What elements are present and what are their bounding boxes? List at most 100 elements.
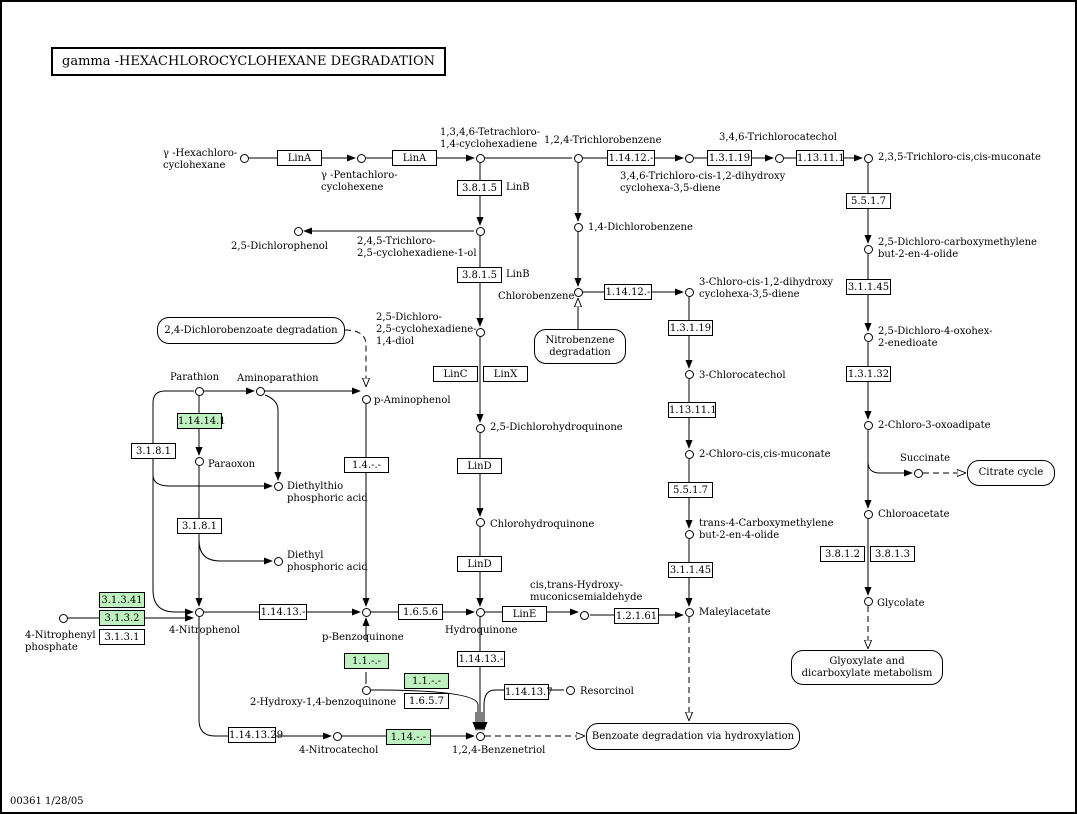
compound-node-npp[interactable] bbox=[58, 613, 68, 623]
enzyme-e11b[interactable]: 1.1.-.- bbox=[344, 653, 389, 669]
compound-label-tcmb: trans-4-Carboxymethylene but-2-en-4-olid… bbox=[699, 518, 834, 541]
enzyme-linC[interactable]: LinC bbox=[433, 366, 478, 382]
enzyme-e31341[interactable]: 3.1.3.41 bbox=[99, 592, 145, 608]
enzyme-e11413a[interactable]: 1.14.13.- bbox=[259, 604, 307, 620]
enzyme-linD2[interactable]: LinD bbox=[457, 556, 502, 572]
compound-node-tcc[interactable] bbox=[684, 153, 694, 163]
enzyme-e3132[interactable]: 3.1.3.2 bbox=[99, 610, 145, 626]
compound-node-pap[interactable] bbox=[361, 394, 371, 404]
enzyme-e12161[interactable]: 1.2.1.61 bbox=[614, 608, 659, 624]
enzyme-e5517b[interactable]: 5.5.1.7 bbox=[668, 482, 713, 498]
enzyme-e11a[interactable]: 1.1.-.- bbox=[404, 673, 449, 689]
compound-node-tcmb[interactable] bbox=[684, 529, 694, 539]
compound-node-tcc2[interactable] bbox=[774, 153, 784, 163]
enzyme-e11413b[interactable]: 1.14.13.- bbox=[457, 651, 505, 667]
compound-node-tetra[interactable] bbox=[475, 153, 485, 163]
compound-node-pchh[interactable] bbox=[356, 153, 366, 163]
enzyme-linE[interactable]: LinE bbox=[502, 606, 547, 622]
compound-node-paraoxon[interactable] bbox=[194, 456, 204, 466]
compound-node-hbq[interactable] bbox=[361, 685, 371, 695]
compound-node-cb[interactable] bbox=[573, 287, 583, 297]
pathway-map-label: Glyoxylate and dicarboxylate metabolism bbox=[801, 655, 933, 679]
compound-label-detpa: Diethylthio phosphoric acid bbox=[287, 481, 368, 504]
enzyme-e1656a[interactable]: 1.6.5.6 bbox=[398, 604, 443, 620]
enzyme-e3181a[interactable]: 3.1.8.1 bbox=[131, 443, 176, 459]
pathway-map-citrate[interactable]: Citrate cycle bbox=[967, 460, 1055, 486]
enzyme-e113111b[interactable]: 1.13.11.1 bbox=[668, 402, 717, 418]
enzyme-e3813[interactable]: 3.8.1.3 bbox=[870, 546, 915, 562]
compound-node-tcol[interactable] bbox=[475, 226, 485, 236]
compound-label-tcdiol: 3,4,6-Trichloro-cis-1,2-dihydroxy cycloh… bbox=[620, 171, 786, 194]
compound-node-ccdiol[interactable] bbox=[684, 287, 694, 297]
compound-node-aminoparathion[interactable] bbox=[255, 386, 265, 396]
compound-node-chq[interactable] bbox=[475, 517, 485, 527]
enzyme-e13119a[interactable]: 1.3.1.19 bbox=[707, 150, 752, 166]
compound-label-dcdiol: 2,5-Dichloro- 2,5-cyclohexadiene- 1,4-di… bbox=[376, 312, 477, 347]
pathway-map-benzoate[interactable]: Benzoate degradation via hydroxylation bbox=[586, 723, 800, 750]
enzyme-e31145b[interactable]: 3.1.1.45 bbox=[668, 562, 713, 578]
enzyme-e114[interactable]: 1.14.-.- bbox=[386, 729, 431, 745]
compound-node-tcb[interactable] bbox=[573, 153, 583, 163]
compound-node-dcb[interactable] bbox=[573, 222, 583, 232]
enzyme-e114141[interactable]: 1.14.14.1 bbox=[177, 413, 226, 429]
enzyme-e11412b[interactable]: 1.14.12.- bbox=[604, 284, 652, 300]
compound-node-dchq[interactable] bbox=[475, 423, 485, 433]
compound-node-resorcinol[interactable] bbox=[565, 685, 575, 695]
pathway-map-dcbz[interactable]: 2,4-Dichlorobenzoate degradation bbox=[157, 317, 345, 344]
compound-node-glycolate[interactable] bbox=[863, 596, 873, 606]
enzyme-e114137[interactable]: 1.14.13.7 bbox=[504, 684, 553, 700]
enzyme-e3131[interactable]: 3.1.3.1 bbox=[99, 629, 145, 645]
compound-label-chloroacetate: Chloroacetate bbox=[878, 509, 950, 520]
compound-label-succinate: Succinate bbox=[900, 453, 951, 464]
compound-node-depa[interactable] bbox=[273, 556, 283, 566]
enzyme-linA1[interactable]: LinA bbox=[277, 150, 322, 166]
compound-node-succinate[interactable] bbox=[913, 468, 923, 478]
compound-label-ccdiol: 3-Chloro-cis-1,2-dihydroxy cyclohexa-3,5… bbox=[699, 277, 834, 300]
enzyme-e14[interactable]: 1.4.-.- bbox=[344, 457, 389, 473]
enzyme-linD1[interactable]: LinD bbox=[457, 458, 502, 474]
enzyme-e3815a[interactable]: 3.8.1.5 bbox=[457, 180, 502, 196]
compound-node-dcdiol[interactable] bbox=[475, 327, 485, 337]
pathway-map-glyox[interactable]: Glyoxylate and dicarboxylate metabolism bbox=[791, 650, 943, 685]
pathway-map-nitro[interactable]: Nitrobenzene degradation bbox=[534, 329, 626, 364]
enzyme-e3812[interactable]: 3.8.1.2 bbox=[820, 546, 865, 562]
compound-node-tcmuc[interactable] bbox=[863, 153, 873, 163]
compound-node-pbq[interactable] bbox=[361, 607, 371, 617]
compound-label-npp: 4-Nitrophenyl phosphate bbox=[25, 630, 96, 653]
compound-node-chloroacetate[interactable] bbox=[863, 509, 873, 519]
enzyme-e1657[interactable]: 1.6.5.7 bbox=[404, 693, 449, 709]
compound-label-glycolate: Glycolate bbox=[877, 598, 925, 609]
compound-node-cocx[interactable] bbox=[863, 420, 873, 430]
compound-node-dcp[interactable] bbox=[293, 226, 303, 236]
enzyme-e31145a[interactable]: 3.1.1.45 bbox=[846, 279, 891, 295]
compound-label-resorcinol: Resorcinol bbox=[580, 686, 634, 697]
enzyme-e5517a[interactable]: 5.5.1.7 bbox=[846, 193, 891, 209]
compound-node-dccm[interactable] bbox=[863, 244, 873, 254]
enzyme-linX[interactable]: LinX bbox=[483, 366, 528, 382]
compound-node-hmma[interactable] bbox=[579, 610, 589, 620]
compound-node-nc[interactable] bbox=[332, 731, 342, 741]
compound-node-detpa[interactable] bbox=[273, 481, 283, 491]
enzyme-e3815b[interactable]: 3.8.1.5 bbox=[457, 267, 502, 283]
enzyme-e3181b[interactable]: 3.1.8.1 bbox=[177, 518, 222, 534]
compound-node-ccm[interactable] bbox=[684, 449, 694, 459]
enzyme-e1141329[interactable]: 1.14.13.29 bbox=[228, 727, 283, 743]
compound-node-hch[interactable] bbox=[239, 153, 249, 163]
enzyme-e11412a[interactable]: 1.14.12.- bbox=[607, 150, 655, 166]
compound-label-tcol: 2,4,5-Trichloro- 2,5-cyclohexadiene-1-ol bbox=[357, 236, 477, 259]
compound-node-parathion[interactable] bbox=[194, 386, 204, 396]
compound-node-hq[interactable] bbox=[475, 607, 485, 617]
compound-node-maleylacetate[interactable] bbox=[684, 607, 694, 617]
enzyme-e113111a[interactable]: 1.13.11.1 bbox=[796, 150, 845, 166]
compound-node-np[interactable] bbox=[194, 607, 204, 617]
enzyme-label-linB_b: LinB bbox=[506, 269, 530, 280]
compound-node-dcoxo[interactable] bbox=[863, 332, 873, 342]
enzyme-linA2[interactable]: LinA bbox=[392, 150, 437, 166]
compound-label-pap: p-Aminophenol bbox=[374, 395, 451, 406]
enzyme-e13119b[interactable]: 1.3.1.19 bbox=[668, 320, 713, 336]
compound-label-pchh: γ -Pentachloro- cyclohexene bbox=[321, 170, 398, 193]
compound-node-bt[interactable] bbox=[475, 731, 485, 741]
compound-node-ccat[interactable] bbox=[684, 369, 694, 379]
enzyme-e13132[interactable]: 1.3.1.32 bbox=[846, 366, 891, 382]
